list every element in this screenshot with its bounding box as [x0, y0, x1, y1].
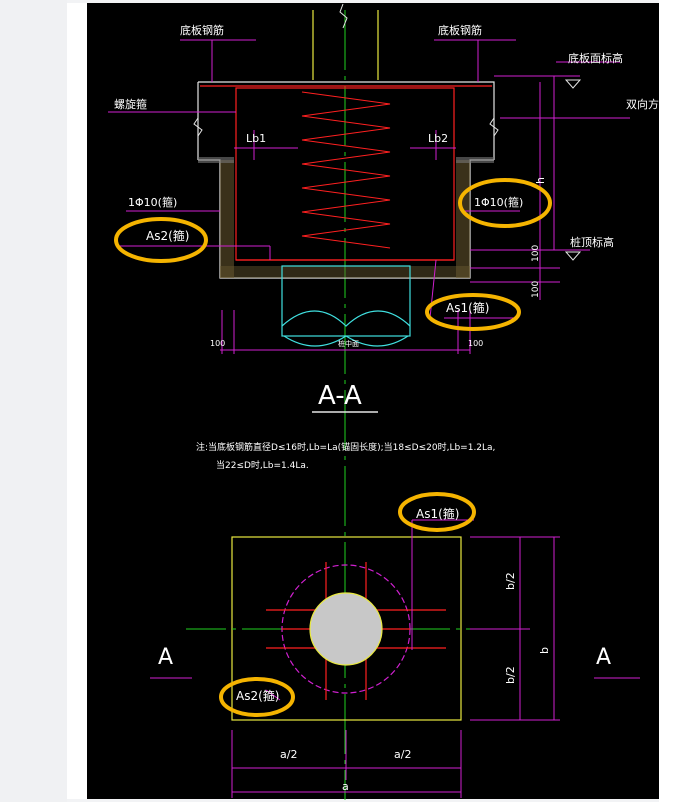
- label-pile-note: 桩中面: [338, 339, 359, 348]
- label-bottom-bar-right: 底板钢筋: [438, 23, 482, 37]
- label-spiral: 螺旋箍: [114, 97, 147, 111]
- label-dim-100-a: 100: [531, 245, 541, 262]
- section-mark-right: A: [596, 645, 611, 670]
- plan-view: As1(箍) As2(箍) b/2 b/2 b a/2 a/2 a A A: [150, 492, 640, 798]
- label-as1-top: As1(箍): [446, 300, 489, 315]
- slab-elev-marker: [564, 79, 582, 89]
- section-title-group: A-A: [312, 381, 378, 413]
- cap-outline: [197, 81, 495, 279]
- highlight-as2-top: [114, 217, 208, 263]
- label-stirrup-right: 1Φ10(箍): [474, 195, 523, 209]
- label-slab-top-elev: 底板面标高: [568, 51, 623, 65]
- right-gutter: [659, 0, 691, 802]
- left-wall-hatch: [220, 160, 234, 278]
- section-view: 底板钢筋 底板钢筋 底板面标高 双向方 螺旋箍 Lb1 Lb2 h 1Φ10(箍…: [108, 3, 659, 800]
- pile-plan: [309, 592, 383, 666]
- pile-outline: [281, 265, 411, 347]
- right-ledge-hatch: [456, 157, 494, 163]
- label-lb2: Lb2: [428, 132, 448, 145]
- highlight-as1-plan: [398, 492, 476, 532]
- label-b-half-top: b/2: [504, 572, 517, 590]
- note-line-1: 注:当底板钢筋直径D≤16时,Lb=La(锚固长度);当18≤D≤20时,Lb=…: [196, 441, 495, 453]
- bottom-hatch: [220, 266, 470, 278]
- section-title: A-A: [318, 381, 362, 411]
- break-mark-left: [193, 117, 203, 137]
- label-pile-top-elev: 桩顶标高: [570, 235, 614, 249]
- label-lb1: Lb1: [246, 132, 266, 145]
- label-bottom-bar-left: 底板钢筋: [180, 23, 224, 37]
- label-as2-plan: As2(箍): [236, 688, 279, 703]
- leader-lines: [108, 39, 630, 354]
- note-line-2: 当22≤D时,Lb=1.4La.: [216, 459, 309, 471]
- label-b-full: b: [538, 647, 551, 654]
- label-two-way: 双向方: [626, 97, 659, 111]
- left-ledge-hatch: [198, 157, 234, 163]
- break-mark-right: [489, 117, 499, 137]
- label-h: h: [534, 177, 547, 184]
- right-wall-hatch: [456, 160, 470, 278]
- pile-elev-marker: [564, 251, 582, 261]
- label-a-full: a: [342, 780, 349, 793]
- label-dim-100-b: 100: [531, 281, 541, 298]
- label-b-half-bottom: b/2: [504, 666, 517, 684]
- cad-drawing-canvas: [87, 3, 659, 799]
- label-as2-top: As2(箍): [146, 228, 189, 243]
- highlight-stirrup-right: [458, 178, 552, 228]
- column-outline: [312, 10, 379, 80]
- left-gutter: [0, 0, 67, 802]
- label-dim-100-right: 100: [468, 339, 483, 348]
- label-a-half-left: a/2: [280, 748, 297, 761]
- rebar-cage: [200, 85, 492, 261]
- break-mark-column: [339, 3, 348, 29]
- spiral-stirrup: [301, 91, 391, 249]
- label-as1-plan: As1(箍): [416, 506, 459, 521]
- highlight-as1-top: [425, 293, 521, 331]
- highlight-as2-plan: [219, 677, 295, 717]
- label-dim-100-left: 100: [210, 339, 225, 348]
- label-a-half-right: a/2: [394, 748, 411, 761]
- section-mark-left: A: [158, 645, 173, 670]
- highlight-rings-plan: [219, 492, 476, 717]
- plan-dimensions: [150, 519, 640, 798]
- highlight-rings-top: [114, 178, 552, 331]
- label-stirrup-left: 1Φ10(箍): [128, 195, 177, 209]
